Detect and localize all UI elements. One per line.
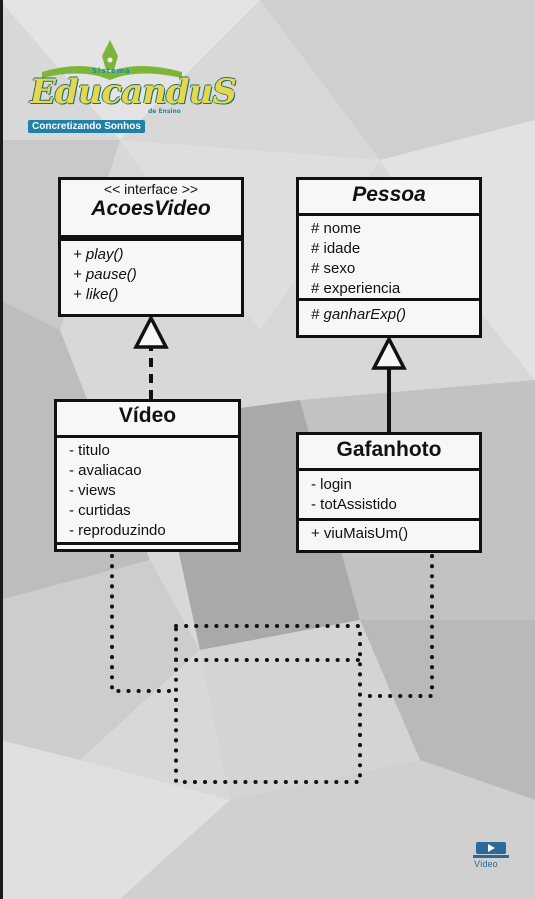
logo-slogan: Concretizando Sonhos xyxy=(28,120,145,133)
video-methods-empty xyxy=(57,542,238,545)
gafanhoto-attribute: - totAssistido xyxy=(311,496,397,513)
video-attribute: - curtidas xyxy=(69,502,131,519)
video-name: Vídeo xyxy=(118,404,177,427)
educandus-logo: Sistema EducanduS de Ensino Concretizand… xyxy=(22,38,237,138)
video-attribute: - reproduzindo xyxy=(69,522,166,539)
video-attribute: - avaliacao xyxy=(69,462,142,479)
video-corner-logo: Vídeo xyxy=(470,840,510,874)
acoesvideo-method: + play() xyxy=(73,246,124,263)
pessoa-attribute: # idade xyxy=(311,240,361,257)
pessoa-name: Pessoa xyxy=(352,183,426,206)
gafanhoto-method: + viuMaisUm() xyxy=(311,525,409,542)
gafanhoto-attribute: - login xyxy=(311,476,352,493)
play-screen-icon xyxy=(473,842,509,858)
class-pessoa: Pessoa # nome # idade # sexo # experienc… xyxy=(296,177,482,338)
acoesvideo-method: + like() xyxy=(73,286,119,303)
logo-brand-text: EducanduS xyxy=(30,72,237,112)
class-gafanhoto: Gafanhoto - login - totAssistido + viuMa… xyxy=(296,432,482,553)
pessoa-method: # ganharExp() xyxy=(311,306,407,323)
pessoa-attribute: # experiencia xyxy=(311,280,401,297)
acoesvideo-method: + pause() xyxy=(73,266,137,283)
gafanhoto-name: Gafanhoto xyxy=(336,438,442,461)
video-attribute: - titulo xyxy=(69,442,110,459)
left-edge-bar xyxy=(0,0,3,899)
video-corner-label: Vídeo xyxy=(474,859,498,869)
class-video: Vídeo - titulo - avaliacao - views - cur… xyxy=(54,399,241,552)
acoesvideo-name: AcoesVideo xyxy=(91,197,211,220)
logo-ensino-text: de Ensino xyxy=(148,108,181,115)
pen-book-icon xyxy=(42,40,182,80)
video-attribute: - views xyxy=(69,482,116,499)
acoesvideo-stereotype: << interface >> xyxy=(103,181,199,197)
logo-sistema-text: Sistema xyxy=(92,67,131,75)
class-acoesvideo: << interface >> AcoesVideo + play() + pa… xyxy=(58,177,244,317)
pessoa-attribute: # sexo xyxy=(311,260,356,277)
pessoa-attribute: # nome xyxy=(311,220,362,237)
